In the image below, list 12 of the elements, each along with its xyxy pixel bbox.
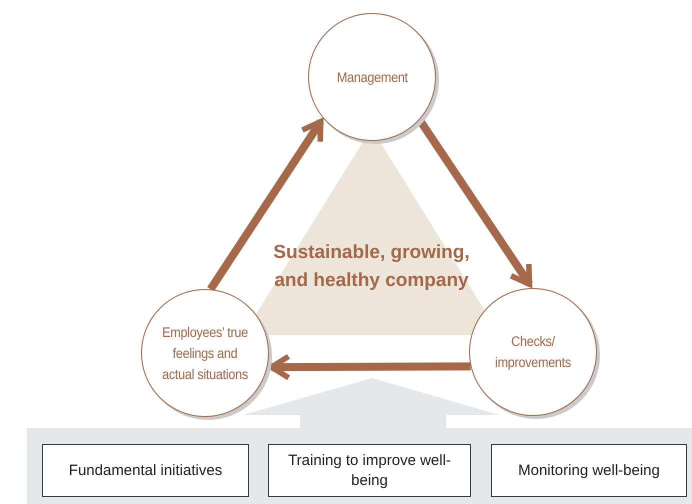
- node-label: Checks/ improvements: [494, 332, 572, 372]
- arrow: [268, 354, 471, 381]
- box-label: Fundamental initiatives: [68, 460, 222, 480]
- node-label: Management: [336, 68, 408, 87]
- text-box: [268, 444, 471, 497]
- center-label: Sustainable, growing, and healthy company: [272, 241, 471, 293]
- arrow: [207, 118, 324, 292]
- box-label: Training to improve well-being: [287, 450, 452, 490]
- text-box: [42, 444, 249, 497]
- node-label: Employees’ true feelings and actual situations: [161, 322, 249, 384]
- box-label: Monitoring well-being: [518, 460, 660, 480]
- text-box: [491, 444, 687, 497]
